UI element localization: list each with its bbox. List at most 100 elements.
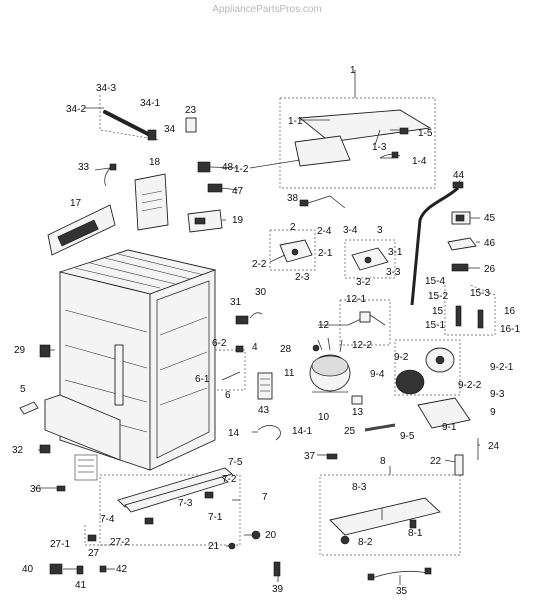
part-1-2-bracket — [294, 135, 351, 167]
assembly-34-group[interactable] — [99, 95, 197, 141]
part-9-4-fan — [395, 369, 425, 395]
label-21: 21 — [208, 541, 220, 552]
part-35-wire — [371, 570, 428, 579]
callout-labels: 1 1-1 1-3 1-5 1-2 1-4 34-3 34-2 34-1 34 … — [12, 65, 520, 597]
label-3-3: 3-3 — [386, 267, 401, 278]
label-1: 1 — [350, 65, 356, 76]
label-7-2: 7-2 — [222, 474, 237, 485]
refrigerator-cabinet[interactable] — [44, 249, 217, 481]
part-36 — [56, 485, 66, 492]
label-3-4: 3-4 — [343, 225, 358, 236]
label-27: 27 — [88, 548, 100, 559]
label-34-2: 34-2 — [66, 104, 86, 115]
label-6: 6 — [225, 390, 231, 401]
part-22 — [454, 454, 464, 476]
label-3-2: 3-2 — [356, 277, 371, 288]
label-14-1: 14-1 — [292, 426, 312, 437]
label-42: 42 — [116, 564, 128, 575]
part-5 — [19, 401, 39, 415]
label-34-3: 34-3 — [96, 83, 116, 94]
assembly-9-group[interactable] — [394, 339, 471, 429]
assembly-8-group[interactable] — [319, 474, 461, 556]
cabinet-top-grid — [74, 253, 205, 289]
part-26 — [451, 263, 469, 272]
label-8-1: 8-1 — [408, 528, 423, 539]
label-48: 48 — [222, 162, 234, 173]
part-42 — [99, 565, 107, 573]
part-8-2 — [340, 535, 350, 545]
label-9-2: 9-2 — [394, 352, 409, 363]
part-48 — [197, 161, 211, 173]
label-11: 11 — [284, 368, 295, 379]
assembly-6-group[interactable] — [215, 345, 246, 391]
part-40 — [49, 563, 63, 575]
label-12-2: 12-2 — [352, 340, 372, 351]
label-2: 2 — [290, 222, 296, 233]
label-6-1: 6-1 — [195, 374, 210, 385]
label-6-2: 6-2 — [212, 338, 227, 349]
label-9-1: 9-1 — [442, 422, 457, 433]
part-34-1-rail — [103, 110, 152, 137]
label-32: 32 — [12, 445, 24, 456]
part-1-3-cover — [298, 109, 432, 143]
part-29 — [39, 344, 51, 358]
label-28: 28 — [280, 344, 292, 355]
part-37 — [326, 453, 338, 460]
label-33: 33 — [78, 162, 90, 173]
assembly-7-group[interactable] — [99, 467, 241, 546]
base-grille — [74, 454, 98, 481]
part-25 — [364, 423, 396, 432]
part-1-5 — [399, 127, 409, 135]
label-18: 18 — [149, 157, 161, 168]
label-31: 31 — [230, 297, 242, 308]
label-9: 9 — [490, 407, 496, 418]
label-22: 22 — [430, 456, 442, 467]
label-1-3: 1-3 — [372, 142, 387, 153]
assembly-3-group[interactable] — [344, 239, 396, 279]
label-41: 41 — [75, 580, 87, 591]
part-16 — [477, 309, 484, 329]
label-2-4: 2-4 — [317, 226, 332, 237]
label-40: 40 — [22, 564, 34, 575]
label-9-2-2: 9-2-2 — [458, 380, 482, 391]
label-2-1: 2-1 — [318, 248, 333, 259]
part-47 — [207, 183, 223, 193]
label-2-2: 2-2 — [252, 259, 267, 270]
label-46: 46 — [484, 238, 496, 249]
compressor-11[interactable] — [309, 337, 351, 393]
label-7-3: 7-3 — [178, 498, 193, 509]
part-13 — [351, 395, 363, 405]
label-17: 17 — [70, 198, 82, 209]
part-30 — [249, 312, 263, 319]
label-3: 3 — [377, 225, 383, 236]
part-27 — [87, 534, 97, 542]
part-15 — [455, 305, 462, 327]
label-16: 16 — [504, 306, 516, 317]
label-15-3: 15-3 — [470, 288, 490, 299]
assembly-12-group[interactable] — [339, 299, 391, 346]
assembly-15-16-group[interactable] — [444, 284, 496, 336]
part-12 — [359, 311, 371, 323]
label-10: 10 — [318, 412, 330, 423]
part-31 — [235, 315, 249, 325]
part-18-panel — [134, 173, 169, 231]
label-15-4: 15-4 — [425, 276, 445, 287]
label-7-4: 7-4 — [100, 514, 115, 525]
label-24: 24 — [488, 441, 500, 452]
label-38: 38 — [287, 193, 299, 204]
label-43: 43 — [258, 405, 270, 416]
part-17-vent — [57, 219, 99, 247]
assembly-1-group[interactable] — [279, 70, 436, 189]
assembly-2-group[interactable] — [269, 229, 316, 271]
label-8-2: 8-2 — [358, 537, 373, 548]
part-41 — [76, 565, 84, 575]
label-1-4: 1-4 — [412, 156, 427, 167]
label-47: 47 — [232, 186, 244, 197]
label-39: 39 — [272, 584, 284, 595]
label-15-1: 15-1 — [425, 320, 445, 331]
label-35: 35 — [396, 586, 408, 597]
part-33-wire — [104, 167, 111, 187]
label-1-2: 1-2 — [234, 164, 249, 175]
watermark: AppliancePartsPros.com — [212, 4, 322, 15]
